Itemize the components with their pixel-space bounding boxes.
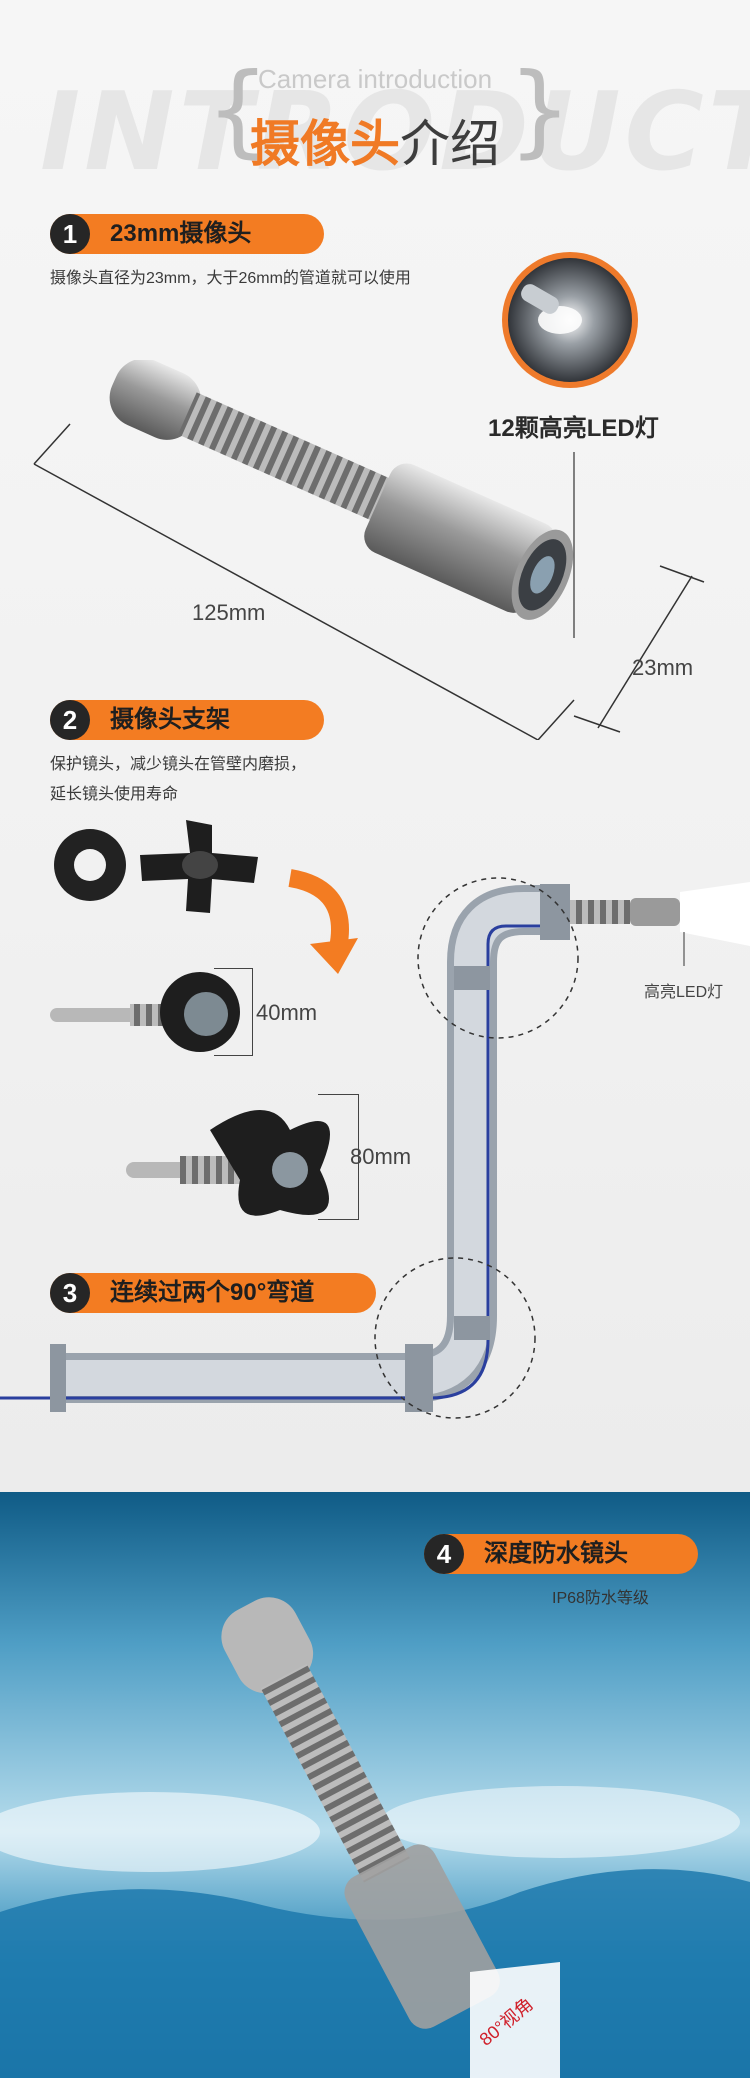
header-title-rest: 介绍 [400, 116, 500, 172]
section-4-desc: IP68防水等级 [552, 1590, 649, 1607]
section-4-badge: 4 深度防水镜头 [424, 1534, 698, 1574]
section-1-desc: 摄像头直径为23mm，大于26mm的管道就可以使用 [50, 270, 411, 287]
led-count-label: 12颗高亮LED灯 [488, 415, 659, 442]
camera-with-large-bracket-image [126, 1110, 330, 1216]
camera-with-small-bracket-image [50, 972, 240, 1052]
section-3-number: 3 [50, 1273, 90, 1313]
underwater-section: 4 深度防水镜头 IP68防水等级 80°视角 [0, 1492, 750, 2078]
header-title: 摄像头介绍 [0, 104, 750, 176]
section-3-label: 连续过两个90°弯道 [110, 1279, 315, 1306]
bracket-large-dimension-line [318, 1094, 359, 1220]
section-1-label: 23mm摄像头 [110, 220, 252, 247]
bracket-parts-image [54, 820, 258, 913]
pipe-bend-diagram [0, 877, 750, 1419]
section-1-number: 1 [50, 214, 90, 254]
curved-arrow-icon [288, 869, 358, 974]
section-2-desc-line1: 保护镜头，减少镜头在管壁内磨损， [50, 756, 307, 773]
section-2-badge: 2 摄像头支架 [50, 700, 324, 740]
bracket-small-dimension-label: 40mm [256, 1000, 318, 1025]
watermark-text: INTRODUCTION [40, 70, 750, 195]
underwater-camera-image [0, 1597, 750, 2078]
bracket-large-dimension-label: 80mm [350, 1144, 412, 1169]
section-2-label: 摄像头支架 [110, 706, 230, 733]
right-brace: } [508, 51, 572, 168]
led-lens-closeup-image [502, 252, 638, 388]
section-4-number: 4 [424, 1534, 464, 1574]
pipe-led-label: 高亮LED灯 [644, 984, 724, 1001]
camera-23mm-image [33, 360, 705, 740]
section-2-number: 2 [50, 700, 90, 740]
header-subtitle: Camera introduction [257, 64, 493, 94]
diameter-dimension-label: 23mm [632, 655, 694, 680]
section-4-label: 深度防水镜头 [484, 1540, 628, 1567]
length-dimension-label: 125mm [192, 600, 266, 625]
header-title-highlight: 摄像头 [250, 116, 400, 172]
section-1-badge: 1 23mm摄像头 [50, 214, 324, 254]
section-3-badge: 3 连续过两个90°弯道 [50, 1273, 376, 1313]
left-brace: { [206, 51, 270, 168]
bracket-small-dimension-line [214, 968, 253, 1056]
section-2-desc-line2: 延长镜头使用寿命 [50, 786, 179, 803]
